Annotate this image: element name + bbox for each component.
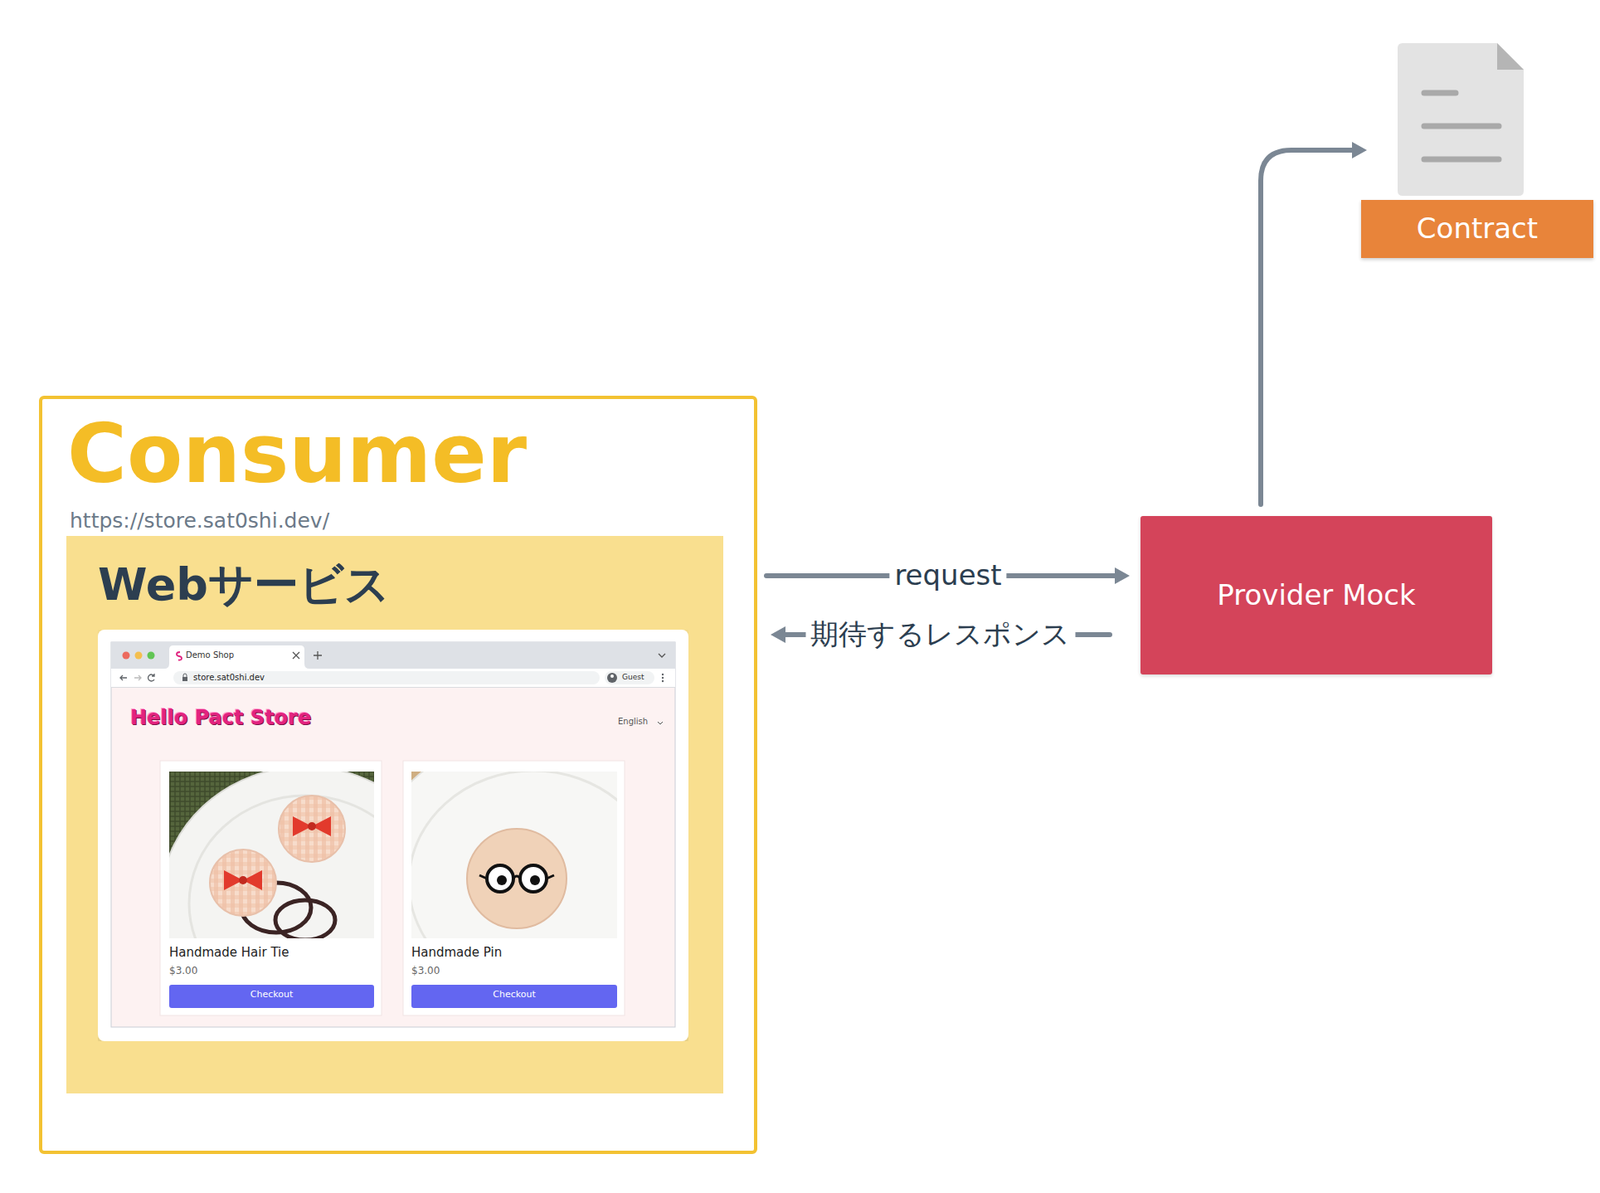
contract-band: Contract xyxy=(1361,199,1594,258)
profile-name: Guest xyxy=(622,672,644,681)
checkout-button: Checkout xyxy=(169,989,375,1001)
store-heading: Hello Pact Store xyxy=(130,706,312,730)
checkout-button: Checkout xyxy=(411,989,618,1001)
provider-mock-box: Provider Mock xyxy=(1140,515,1493,675)
consumer-boundary: Consumer https://store.sat0shi.dev/Webサービ… xyxy=(38,395,758,1154)
arrowhead xyxy=(1351,141,1367,159)
tab-title: Demo Shop xyxy=(185,650,234,661)
browser-screenshot: Demo Shop store.sat0shi.dev GuestHello Pac… xyxy=(97,629,689,1041)
arrowhead xyxy=(770,626,786,643)
web-service-title: Webサービス xyxy=(97,559,390,611)
screenshot-illustration xyxy=(97,629,689,1041)
provider-mock-label: Provider Mock xyxy=(1140,578,1493,612)
edge-label: 期待するレスポンス xyxy=(805,617,1075,651)
contract-document: Contract xyxy=(1361,43,1594,258)
arrowhead xyxy=(1114,567,1130,584)
address-url: store.sat0shi.dev xyxy=(193,672,265,683)
language-select: English xyxy=(617,716,648,727)
product-name: Handmade Hair Tie xyxy=(169,945,290,960)
web-service-panel: Webサービス xyxy=(66,535,724,1094)
contract-label: Contract xyxy=(1361,212,1594,245)
consumer-heading: Consumer xyxy=(67,407,527,501)
connector-line xyxy=(1260,150,1356,505)
product-price: $3.00 xyxy=(169,965,198,978)
product-name: Handmade Pin xyxy=(411,945,502,960)
document-icon xyxy=(1397,43,1524,196)
product-price: $3.00 xyxy=(411,965,440,978)
edge-label: request xyxy=(889,559,1007,592)
consumer-url: https://store.sat0shi.dev/ xyxy=(69,509,330,534)
